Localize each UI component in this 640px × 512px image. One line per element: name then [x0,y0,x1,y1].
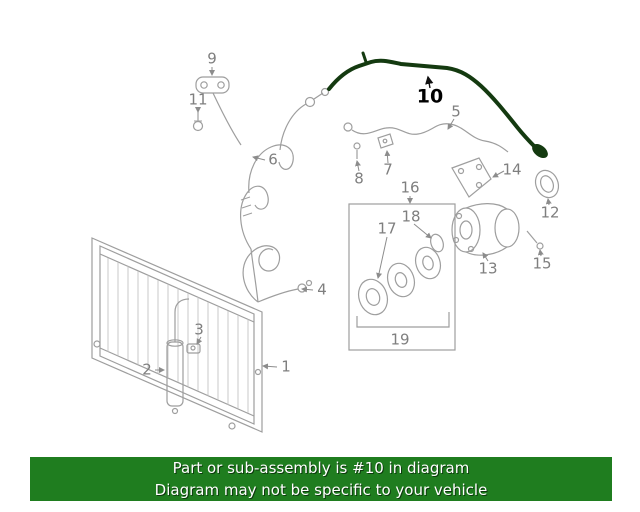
part-label-13: 13 [478,259,498,278]
highlight-banner: Part or sub-assembly is #10 in diagram D… [30,457,612,501]
compressor-drawing [451,203,520,256]
bolt-8-drawing [353,142,361,159]
coil-18-drawing [386,233,444,298]
part-label-19: 19 [390,330,410,349]
part-label-10-highlighted: 10 [416,85,444,108]
condenser-drawing [91,237,263,433]
tube-5-drawing [343,122,509,153]
part-label-9: 9 [207,49,217,68]
leader-lines [155,67,552,373]
seal-12-drawing [534,169,560,199]
bracket-19-drawing [356,312,450,328]
part-label-11: 11 [188,90,208,109]
hose-4-drawing [242,245,313,303]
part-label-1: 1 [281,357,291,376]
receiver-drier-drawing [166,298,190,415]
stud-15-drawing [526,230,544,250]
part-label-18: 18 [401,207,421,226]
part-label-6: 6 [268,150,278,169]
part-label-15: 15 [532,254,552,273]
bracket-3-drawing [186,343,201,354]
part-label-12: 12 [540,203,560,222]
bracket-7-drawing [377,133,394,149]
clutch-box-16-drawing [348,203,456,351]
part-label-14: 14 [502,160,522,179]
parts-diagram-drawing [91,51,560,433]
part-label-16: 16 [400,178,420,197]
banner-line-2: Diagram may not be specific to your vehi… [154,481,488,499]
bolt-11-drawing [192,112,204,132]
highlighted-tube-10-drawing [320,51,548,159]
hose-6-drawing [240,92,324,303]
banner-line-1: Part or sub-assembly is #10 in diagram [172,459,470,477]
part-label-17: 17 [377,219,397,238]
part-label-7: 7 [383,160,393,179]
part-label-4: 4 [317,280,327,299]
part-label-8: 8 [354,169,364,188]
part-label-2: 2 [142,360,152,379]
pulley-17-drawing [357,278,389,316]
bracket-14-drawing [451,157,492,198]
part-label-3: 3 [194,320,204,339]
bracket-9-drawing [195,76,242,146]
part-label-5: 5 [451,102,461,121]
